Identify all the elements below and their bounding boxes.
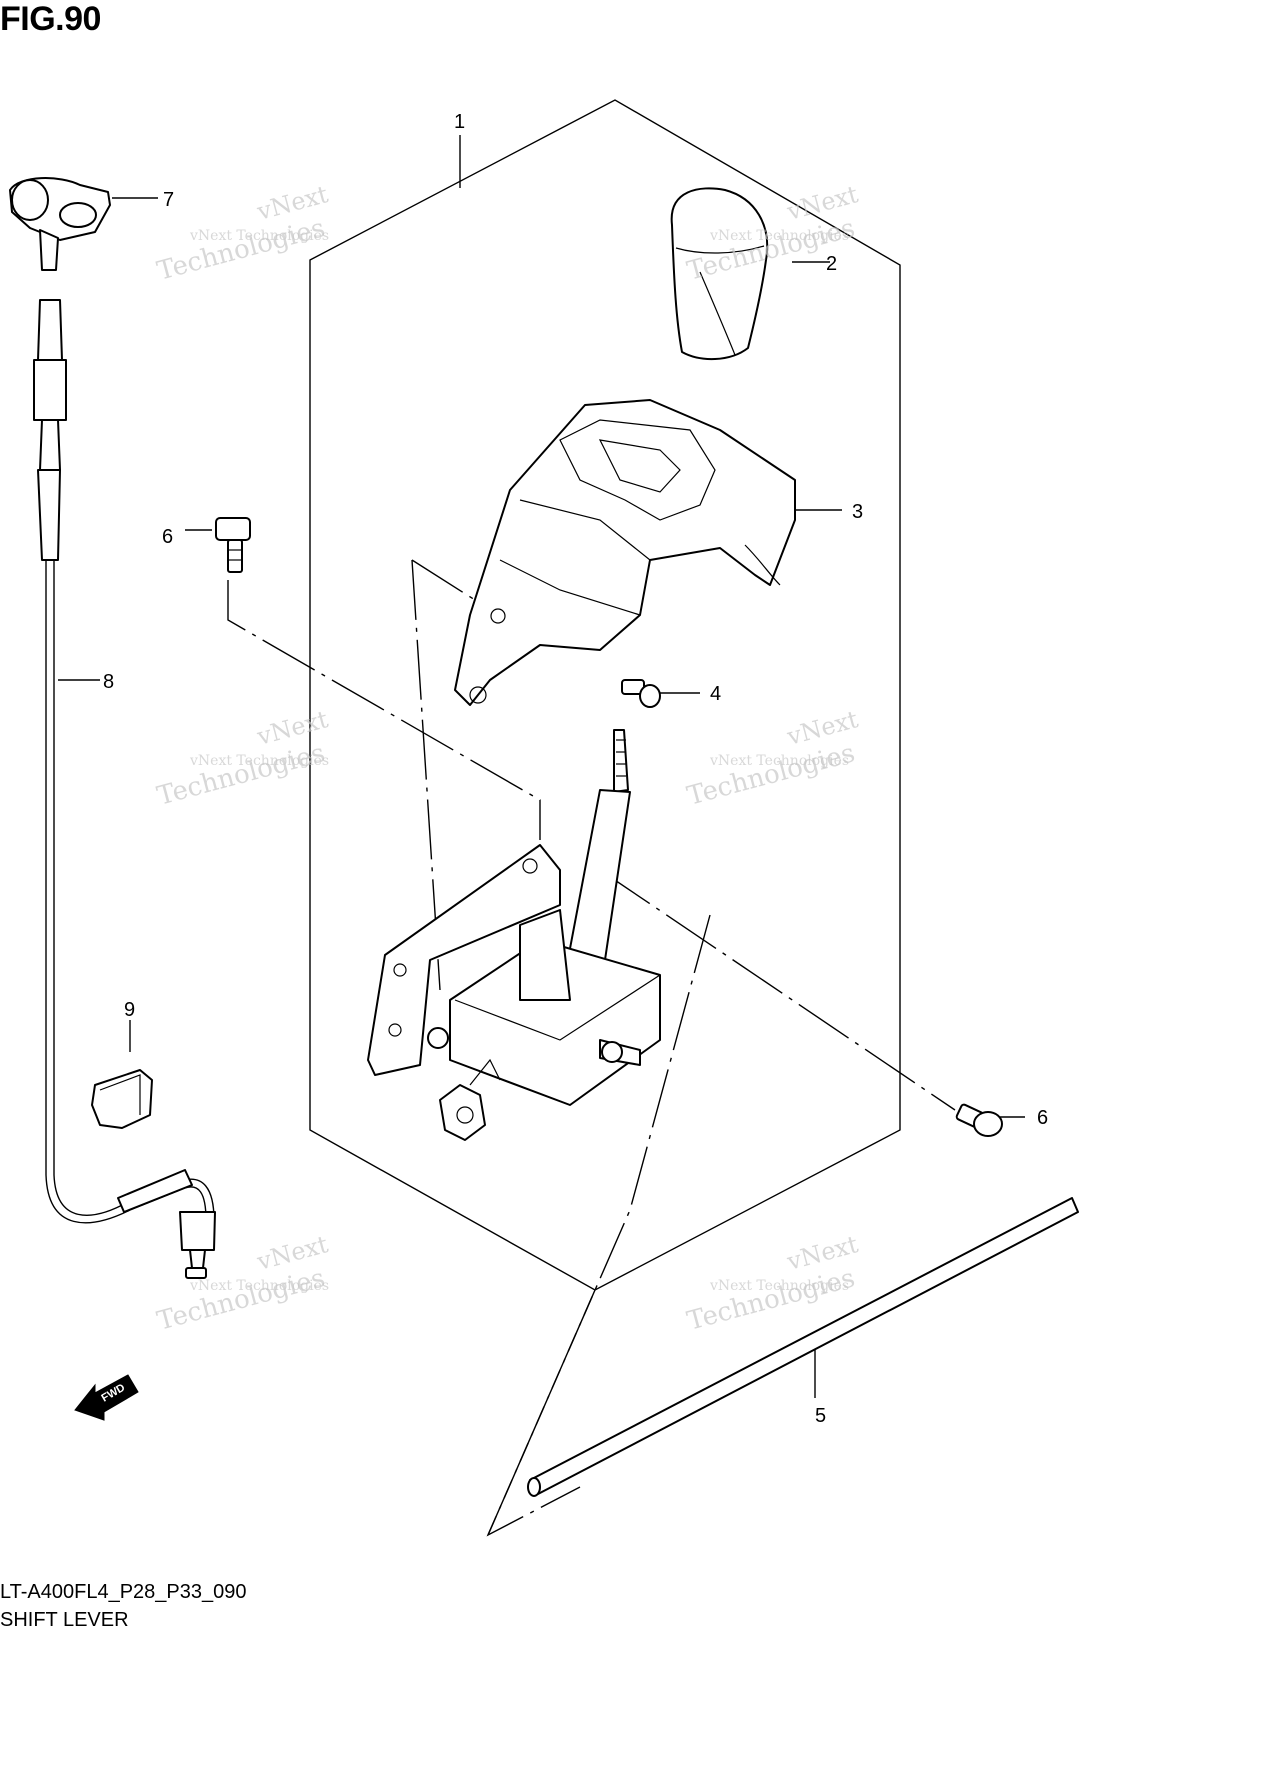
callout-5: 5 — [815, 1405, 826, 1427]
figure-code: LT-A400FL4_P28_P33_090 — [0, 1581, 247, 1603]
callout-8: 8 — [103, 671, 114, 693]
svg-text:Technologies: Technologies — [684, 738, 858, 812]
figure-footer: LT-A400FL4_P28_P33_090 SHIFT LEVER — [0, 1578, 247, 1634]
figure-name: SHIFT LEVER — [0, 1609, 129, 1631]
shift-gate-cover — [454, 399, 796, 706]
callout-4: 4 — [710, 683, 721, 705]
watermark: vNext Technologies vNext Technologies — [154, 705, 331, 812]
svg-text:vNext Technologies: vNext Technologies — [709, 228, 849, 244]
alignment-lines — [227, 559, 956, 1537]
callout-1: 1 — [454, 111, 465, 133]
callout-7: 7 — [163, 189, 174, 211]
callouts: 1 2 3 4 5 6 6 7 8 9 — [103, 111, 1048, 1427]
svg-text:Technologies: Technologies — [154, 738, 328, 812]
cable-end-fitting — [9, 177, 111, 271]
watermark: vNext Technologies vNext Technologies — [154, 1230, 331, 1337]
leader-lines — [58, 135, 1025, 1398]
svg-text:Technologies: Technologies — [154, 213, 328, 287]
callout-2: 2 — [826, 253, 837, 275]
lever-bracket — [367, 844, 661, 1141]
cable — [33, 299, 216, 1279]
assembly-outline — [309, 99, 901, 1291]
callout-6-upper: 6 — [162, 526, 173, 548]
bolt-4 — [621, 679, 661, 708]
fwd-direction-badge: FWD — [74, 1374, 139, 1421]
callout-9: 9 — [124, 999, 135, 1021]
callout-6-lower: 6 — [1037, 1107, 1048, 1129]
cable-clip — [91, 1069, 153, 1129]
svg-text:vNext Technologies: vNext Technologies — [709, 753, 849, 769]
bolt-6-upper — [215, 517, 251, 573]
svg-text:vNext Technologies: vNext Technologies — [189, 228, 329, 244]
shift-knob — [670, 187, 769, 361]
callout-3: 3 — [852, 501, 863, 523]
watermark: vNext Technologies vNext Technologies — [684, 705, 861, 812]
svg-text:vNext Technologies: vNext Technologies — [189, 1278, 329, 1294]
svg-text:vNext Technologies: vNext Technologies — [189, 753, 329, 769]
svg-text:Technologies: Technologies — [154, 1263, 328, 1337]
figure-title: FIG.90 — [0, 0, 101, 38]
shift-rod — [527, 1197, 1079, 1497]
bolt-6-lower — [955, 1103, 1003, 1137]
watermarks: vNext Technologies vNext Technologies vN… — [154, 180, 861, 1337]
svg-text:vNext Technologies: vNext Technologies — [709, 1278, 849, 1294]
watermark: vNext Technologies vNext Technologies — [154, 180, 331, 287]
